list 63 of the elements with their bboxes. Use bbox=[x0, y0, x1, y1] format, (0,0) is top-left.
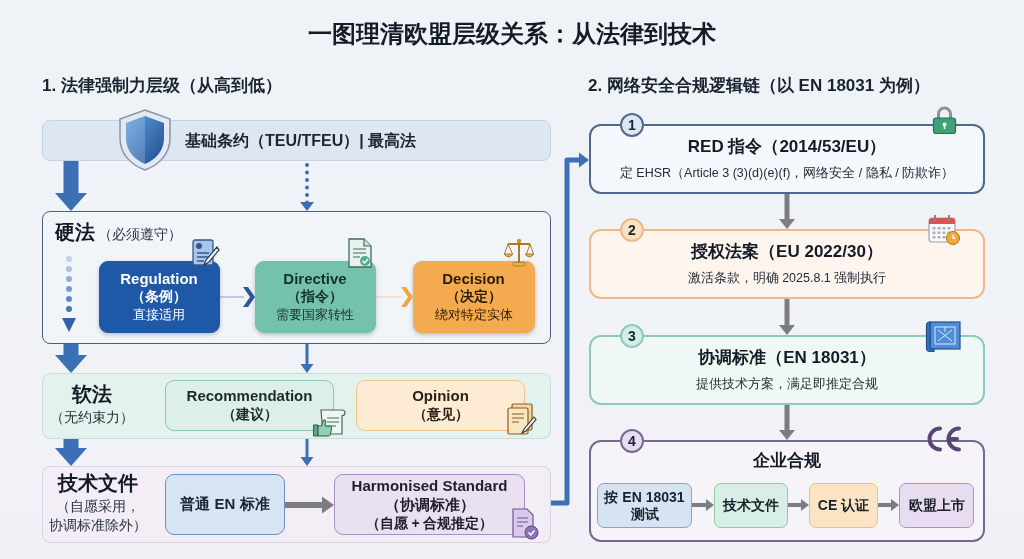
arrow bbox=[878, 499, 899, 511]
arrow bbox=[551, 152, 589, 506]
box-title: Harmonised Standard bbox=[351, 477, 508, 496]
step-label: 技术文件 bbox=[723, 497, 779, 514]
step-number: 4 bbox=[620, 429, 644, 453]
step-number: 2 bbox=[620, 218, 644, 242]
tier-band bbox=[42, 466, 551, 543]
arrow bbox=[285, 496, 334, 514]
box-description: 绕对特定实体 bbox=[434, 305, 513, 324]
box-subtitle: （指令） bbox=[287, 288, 343, 306]
step-number: 1 bbox=[620, 113, 644, 137]
box-title: Recommendation bbox=[186, 387, 313, 407]
box-title: （协调标准） bbox=[384, 495, 475, 515]
step-number: 3 bbox=[620, 324, 644, 348]
arrow bbox=[300, 344, 314, 373]
step-label: 欧盟上市 bbox=[908, 497, 965, 514]
box-subtitle: （决定） bbox=[445, 288, 502, 306]
block-arrow bbox=[55, 439, 87, 466]
box-title: Opinion bbox=[412, 387, 469, 407]
arrow bbox=[779, 405, 795, 440]
arrow bbox=[779, 299, 795, 335]
section-heading: 2. 网络安全合规逻辑链（以 EN 18031 为例） bbox=[588, 76, 930, 97]
step-description: 激活条款，明确 2025.8.1 强制执行 bbox=[687, 270, 887, 287]
process-box bbox=[597, 483, 692, 528]
box-description: 需要国家转性 bbox=[276, 305, 354, 324]
process-box bbox=[809, 483, 878, 528]
box-subtitle: （自愿 + 合规推定） bbox=[365, 514, 494, 532]
band-title: 基础条约（TEU/TFEU）| 最高法 bbox=[185, 131, 417, 151]
box-title: 普通 EN 标准 bbox=[180, 495, 270, 514]
tier-note: （无约束力） bbox=[50, 408, 134, 427]
step-title: RED 指令（2014/53/EU） bbox=[687, 136, 887, 158]
arrow bbox=[779, 194, 795, 229]
tier-heading: 硬法 bbox=[55, 220, 95, 245]
standard-box bbox=[165, 474, 285, 535]
tier-band bbox=[42, 373, 551, 439]
box-title: Directive bbox=[283, 269, 347, 289]
arrow bbox=[692, 499, 714, 511]
tier-heading: 技术文件 bbox=[58, 471, 138, 496]
block-arrow bbox=[55, 344, 87, 373]
step-label: 按 EN 18031 测试 bbox=[603, 488, 686, 523]
arrow bbox=[788, 499, 809, 511]
step-title: 企业合规 bbox=[753, 451, 821, 472]
box-title: Decision bbox=[442, 269, 505, 289]
step-title: 授权法案（EU 2022/30） bbox=[691, 241, 883, 263]
process-box bbox=[899, 483, 974, 528]
step-description: 定 EHSR（Article 3 (3)(d)(e)(f)，网络安全 / 隐私 / 防欺诈） bbox=[619, 165, 955, 182]
tier-band bbox=[42, 211, 551, 344]
box-subtitle: （建议） bbox=[221, 406, 278, 424]
box-description: 直接适用 bbox=[133, 305, 185, 324]
tier-heading: 软法 bbox=[72, 382, 112, 407]
box-subtitle: （条例） bbox=[131, 288, 187, 306]
block-arrow bbox=[55, 161, 87, 211]
tier-note: （自愿采用，协调标准除外） bbox=[48, 497, 148, 535]
arrow bbox=[300, 439, 314, 466]
step-label: CE 认证 bbox=[817, 497, 870, 514]
box-title: Regulation bbox=[120, 269, 198, 289]
step-description: 提供技术方案，满足即推定合规 bbox=[696, 376, 878, 393]
tier-note: （必须遵守） bbox=[98, 225, 182, 244]
process-box bbox=[714, 483, 788, 528]
section-heading: 1. 法律强制力层级（从高到低） bbox=[42, 76, 282, 97]
box-subtitle: （意见） bbox=[412, 406, 469, 424]
step-title: 协调标准（EN 18031） bbox=[698, 347, 876, 369]
diagram-title: 一图理清欧盟层级关系：从法律到技术 bbox=[307, 20, 717, 49]
